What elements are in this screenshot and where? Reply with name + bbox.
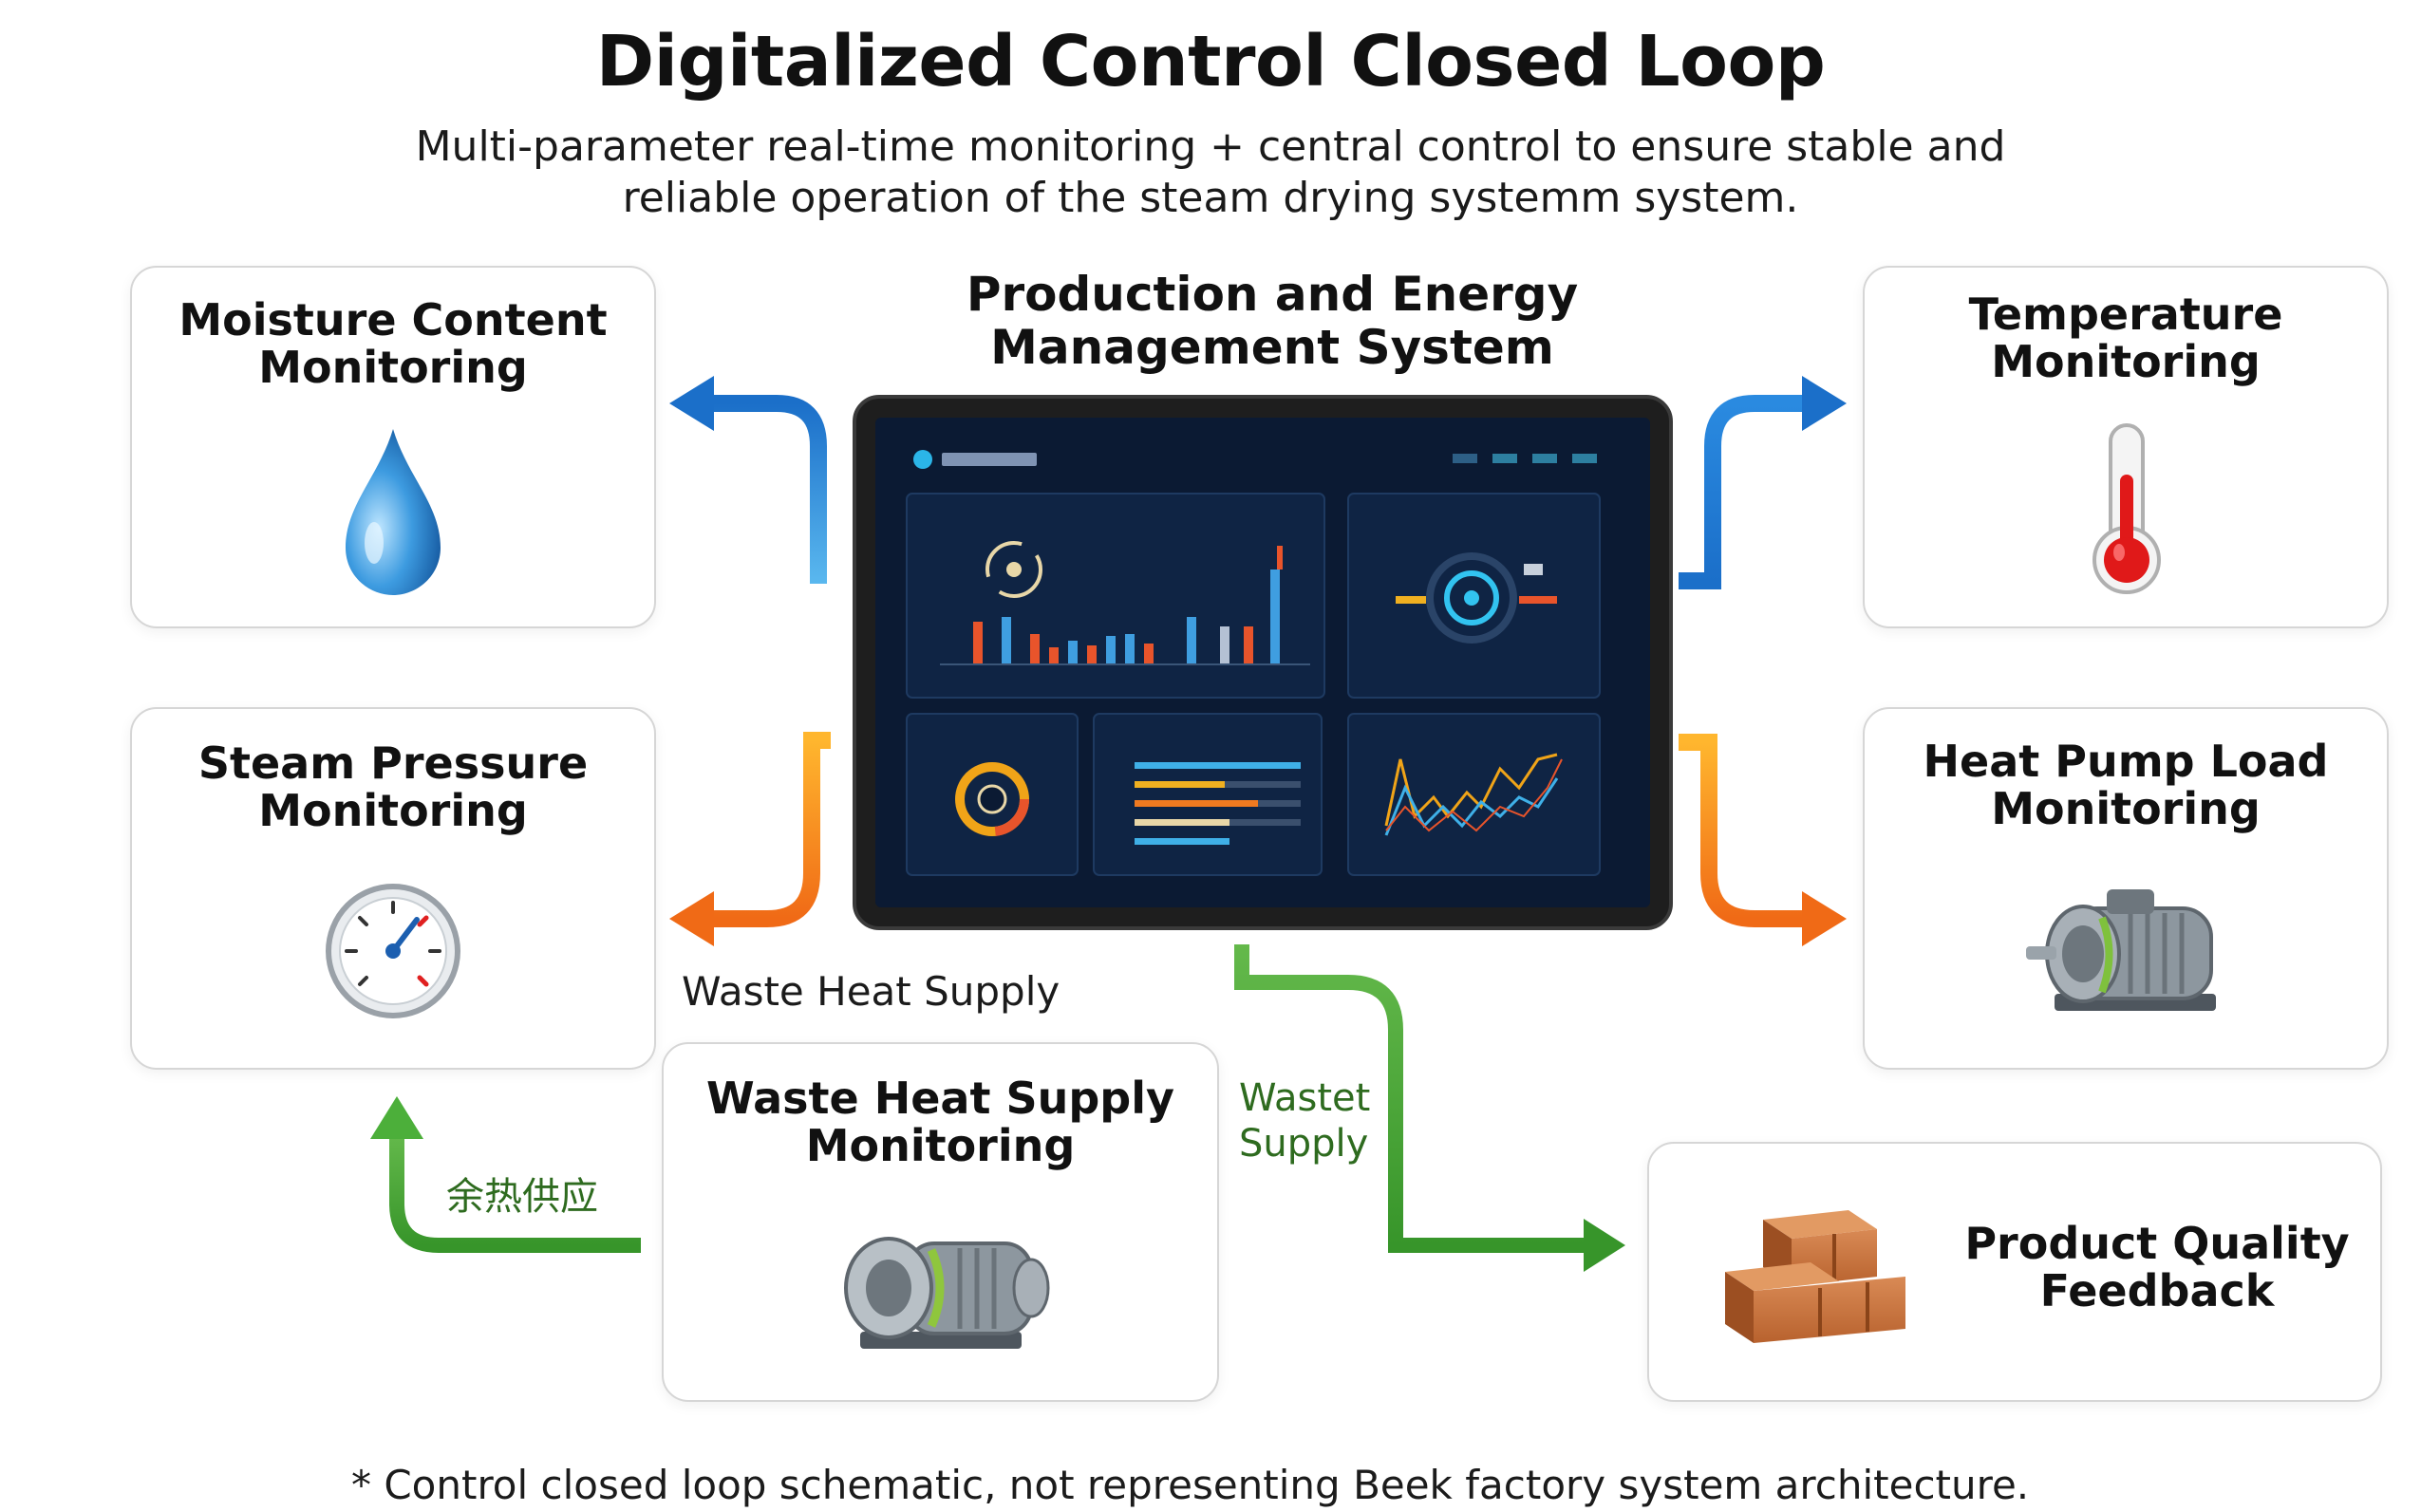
card-heat-pump-load: Heat Pump Load Monitoring [1863, 707, 2389, 1070]
center-system-label: Production and Energy Management System [883, 268, 1661, 374]
page-title: Digitalized Control Closed Loop [595, 21, 1826, 103]
card-product-quality: Product Quality Feedback [1647, 1142, 2382, 1402]
card-temperature-title: Temperature Monitoring [1865, 290, 2387, 385]
wastet-supply-label: Wastet Supply [1239, 1075, 1370, 1167]
card-waste-heat-title: Waste Heat Supply Monitoring [664, 1074, 1217, 1169]
wastet-label-line-1: Wastet [1239, 1076, 1371, 1120]
chinese-waste-heat-label: 余热供应 [446, 1175, 598, 1219]
arrow-to-moisture [669, 376, 827, 584]
subtitle: Multi-parameter real-time monitoring + c… [380, 121, 2041, 224]
bricks-icon [1725, 1210, 1905, 1343]
arrow-to-steam-pressure-green [370, 1096, 641, 1253]
subtitle-line-2: reliable operation of the steam drying s… [622, 174, 1799, 222]
card-moisture-line-2: Monitoring [258, 342, 528, 393]
card-heat-pump-title: Heat Pump Load Monitoring [1865, 737, 2387, 832]
center-label-line-2: Management System [990, 320, 1554, 375]
pump-motor-icon [844, 1237, 1050, 1349]
arrow-to-product-quality [1234, 944, 1625, 1272]
card-waste-heat-line-1: Waste Heat Supply [706, 1073, 1174, 1124]
card-temperature: Temperature Monitoring [1863, 266, 2389, 628]
card-product-quality-title: Product Quality Feedback [1953, 1220, 2361, 1315]
card-heat-pump-line-1: Heat Pump Load [1923, 736, 2329, 787]
card-moisture-line-1: Moisture Content [178, 294, 608, 345]
card-steam-pressure: Steam Pressure Monitoring [130, 707, 656, 1070]
thermometer-icon [2093, 423, 2161, 594]
card-product-quality-line-1: Product Quality [1964, 1218, 2350, 1269]
card-product-quality-line-2: Feedback [2039, 1265, 2275, 1316]
arrow-to-steam-pressure [669, 732, 831, 946]
pressure-gauge-icon [326, 884, 460, 1018]
card-temperature-line-2: Monitoring [1991, 336, 2261, 387]
waste-heat-supply-label: Waste Heat Supply [682, 968, 1060, 1015]
card-temperature-line-1: Temperature [1968, 289, 2283, 340]
wastet-label-line-2: Supply [1239, 1122, 1369, 1166]
subtitle-line-1: Multi-parameter real-time monitoring + c… [415, 122, 2006, 171]
card-steam-pressure-line-2: Monitoring [258, 785, 528, 836]
dashboard-logo-icon [913, 450, 932, 469]
card-moisture-content: Moisture Content Monitoring [130, 266, 656, 628]
footnote: * Control closed loop schematic, not rep… [351, 1462, 2030, 1508]
card-steam-pressure-title: Steam Pressure Monitoring [132, 739, 654, 834]
dashboard-bars [973, 546, 1283, 664]
arrow-to-temperature [1679, 376, 1847, 589]
card-steam-pressure-line-1: Steam Pressure [197, 737, 589, 789]
heat-pump-motor-icon [2026, 889, 2216, 1011]
card-waste-heat-supply: Waste Heat Supply Monitoring [662, 1042, 1219, 1402]
water-drop-icon [346, 429, 441, 595]
card-heat-pump-line-2: Monitoring [1991, 783, 2261, 834]
card-moisture-title: Moisture Content Monitoring [132, 296, 654, 391]
arrow-to-heat-pump [1679, 734, 1847, 946]
card-waste-heat-line-2: Monitoring [805, 1120, 1076, 1171]
center-label-line-1: Production and Energy [966, 267, 1579, 322]
